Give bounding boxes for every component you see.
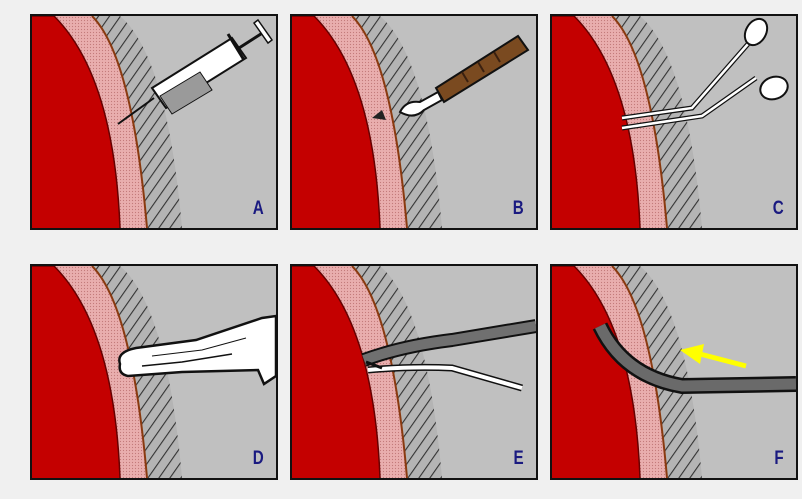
panel-label: F xyxy=(775,448,784,470)
scalpel-icon xyxy=(400,36,528,116)
panel-label: A xyxy=(253,198,264,220)
panel-b: B xyxy=(290,14,538,230)
panel-label: E xyxy=(514,448,524,470)
panel-label: D xyxy=(253,448,264,470)
arrow-left-icon xyxy=(680,344,746,366)
panel-f: F xyxy=(550,264,798,480)
panel-a: A xyxy=(30,14,278,230)
panel-d: D xyxy=(30,264,278,480)
panel-c: C xyxy=(550,14,798,230)
panel-label: C xyxy=(773,198,784,220)
panel-e: E xyxy=(290,264,538,480)
panel-label: B xyxy=(513,198,524,220)
